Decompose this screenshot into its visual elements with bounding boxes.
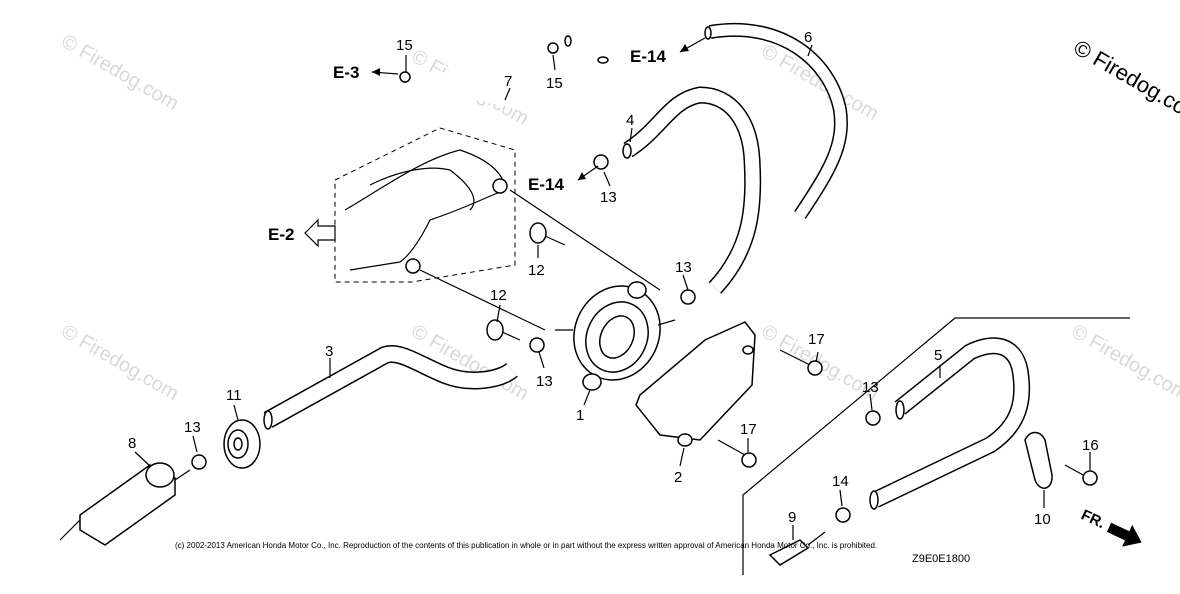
diagram-code: Z9E0E1800 [912, 553, 970, 565]
part-15-label: 15 [546, 75, 563, 92]
front-label: FR. [1078, 507, 1107, 533]
clamps [192, 43, 880, 522]
part-16-label: 16 [1082, 437, 1099, 454]
copyright-notice: (c) 2002-2013 American Honda Motor Co., … [175, 541, 877, 550]
part-15-label: 15 [396, 37, 413, 54]
part-6-label: 6 [804, 29, 812, 46]
watermark: © Firedog.com [1068, 320, 1180, 405]
part-1-label: 1 [576, 407, 584, 424]
part-12-label: 12 [490, 287, 507, 304]
ref-e14-mid-label: E-14 [528, 175, 564, 194]
ref-e2-label: E-2 [268, 225, 294, 244]
part-17-label: 17 [740, 421, 757, 438]
part-2-label: 2 [674, 469, 682, 486]
arrow-e3-icon [372, 68, 380, 76]
part-5-label: 5 [934, 347, 942, 364]
part-13-label: 13 [184, 419, 201, 436]
fuel-pump-1 [555, 272, 675, 395]
arrow-e14-mid-icon [578, 172, 586, 180]
part-13-label: 13 [600, 189, 617, 206]
clamp-10 [1025, 433, 1052, 489]
front-arrow-icon [1104, 516, 1147, 553]
part-13-label: 13 [536, 373, 553, 390]
fuel-filter-8 [60, 463, 190, 545]
part-11-label: 11 [226, 387, 242, 404]
part-8-label: 8 [128, 435, 136, 452]
part-3-label: 3 [325, 343, 333, 360]
ref-e3-label: E-3 [333, 63, 359, 82]
front-direction-indicator: FR. [1077, 504, 1147, 554]
part-13-label: 13 [862, 379, 879, 396]
watermark: © Firedog.com [58, 30, 183, 115]
part-12-label: 12 [528, 262, 545, 279]
watermark: © Firedog.com [758, 40, 883, 125]
part-10-label: 10 [1034, 511, 1051, 528]
part-9-label: 9 [788, 509, 796, 526]
arrow-e2-icon [305, 220, 335, 246]
part-7-label: 7 [504, 73, 512, 90]
part-13-label: 13 [675, 259, 692, 276]
part-4-label: 4 [626, 112, 634, 129]
part-17-label: 17 [808, 331, 825, 348]
watermark-large: © Firedog.com [1070, 35, 1180, 129]
watermark: © Firedog.com [58, 320, 183, 405]
part-14-label: 14 [832, 473, 849, 490]
filter-11 [224, 420, 260, 468]
ref-e14-label: E-14 [630, 47, 666, 66]
